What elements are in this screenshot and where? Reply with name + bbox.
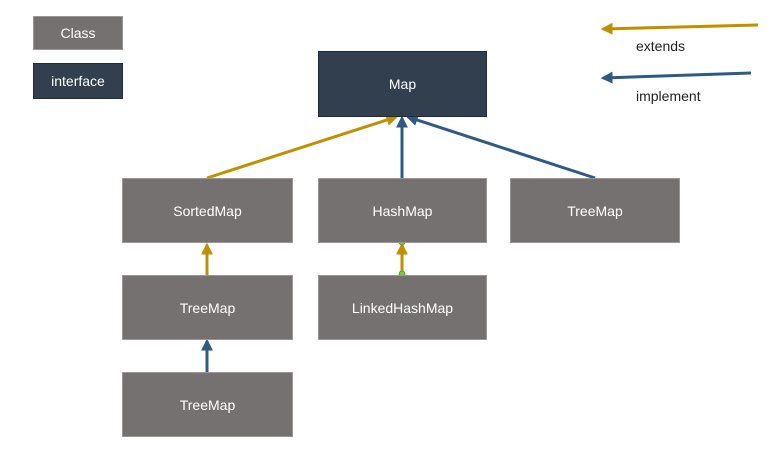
legend-extends-label: extends <box>636 38 686 54</box>
node-linkedhashmap[interactable]: LinkedHashMap <box>318 275 487 340</box>
node-treemap-right[interactable]: TreeMap <box>510 178 680 243</box>
node-hashmap-label: HashMap <box>372 202 433 219</box>
node-linkedhashmap-label: LinkedHashMap <box>351 299 454 316</box>
node-treemap-right-label: TreeMap <box>567 202 623 219</box>
node-sortedmap[interactable]: SortedMap <box>122 178 293 243</box>
node-treemap-bottom-label: TreeMap <box>179 396 236 413</box>
node-sortedmap-label: SortedMap <box>173 202 242 219</box>
arrow-treemap-right-to-map <box>405 114 596 180</box>
legend-extends-arrow <box>600 22 759 35</box>
legend-class-box: Class <box>33 16 123 50</box>
node-hashmap[interactable]: HashMap <box>318 178 487 243</box>
legend-interface-box: interface <box>33 63 123 99</box>
legend-implement-label: implement <box>636 88 701 104</box>
legend-class-label: Class <box>60 25 96 41</box>
node-treemap-mid-label: TreeMap <box>179 299 236 316</box>
node-treemap-mid[interactable]: TreeMap <box>122 275 293 340</box>
legend-interface-label: interface <box>51 73 105 89</box>
node-map-label: Map <box>388 76 417 92</box>
node-treemap-bottom[interactable]: TreeMap <box>122 372 293 437</box>
legend-implement-arrow <box>600 71 752 84</box>
arrow-sortedmap-to-map <box>206 114 399 180</box>
node-map[interactable]: Map <box>318 51 487 117</box>
